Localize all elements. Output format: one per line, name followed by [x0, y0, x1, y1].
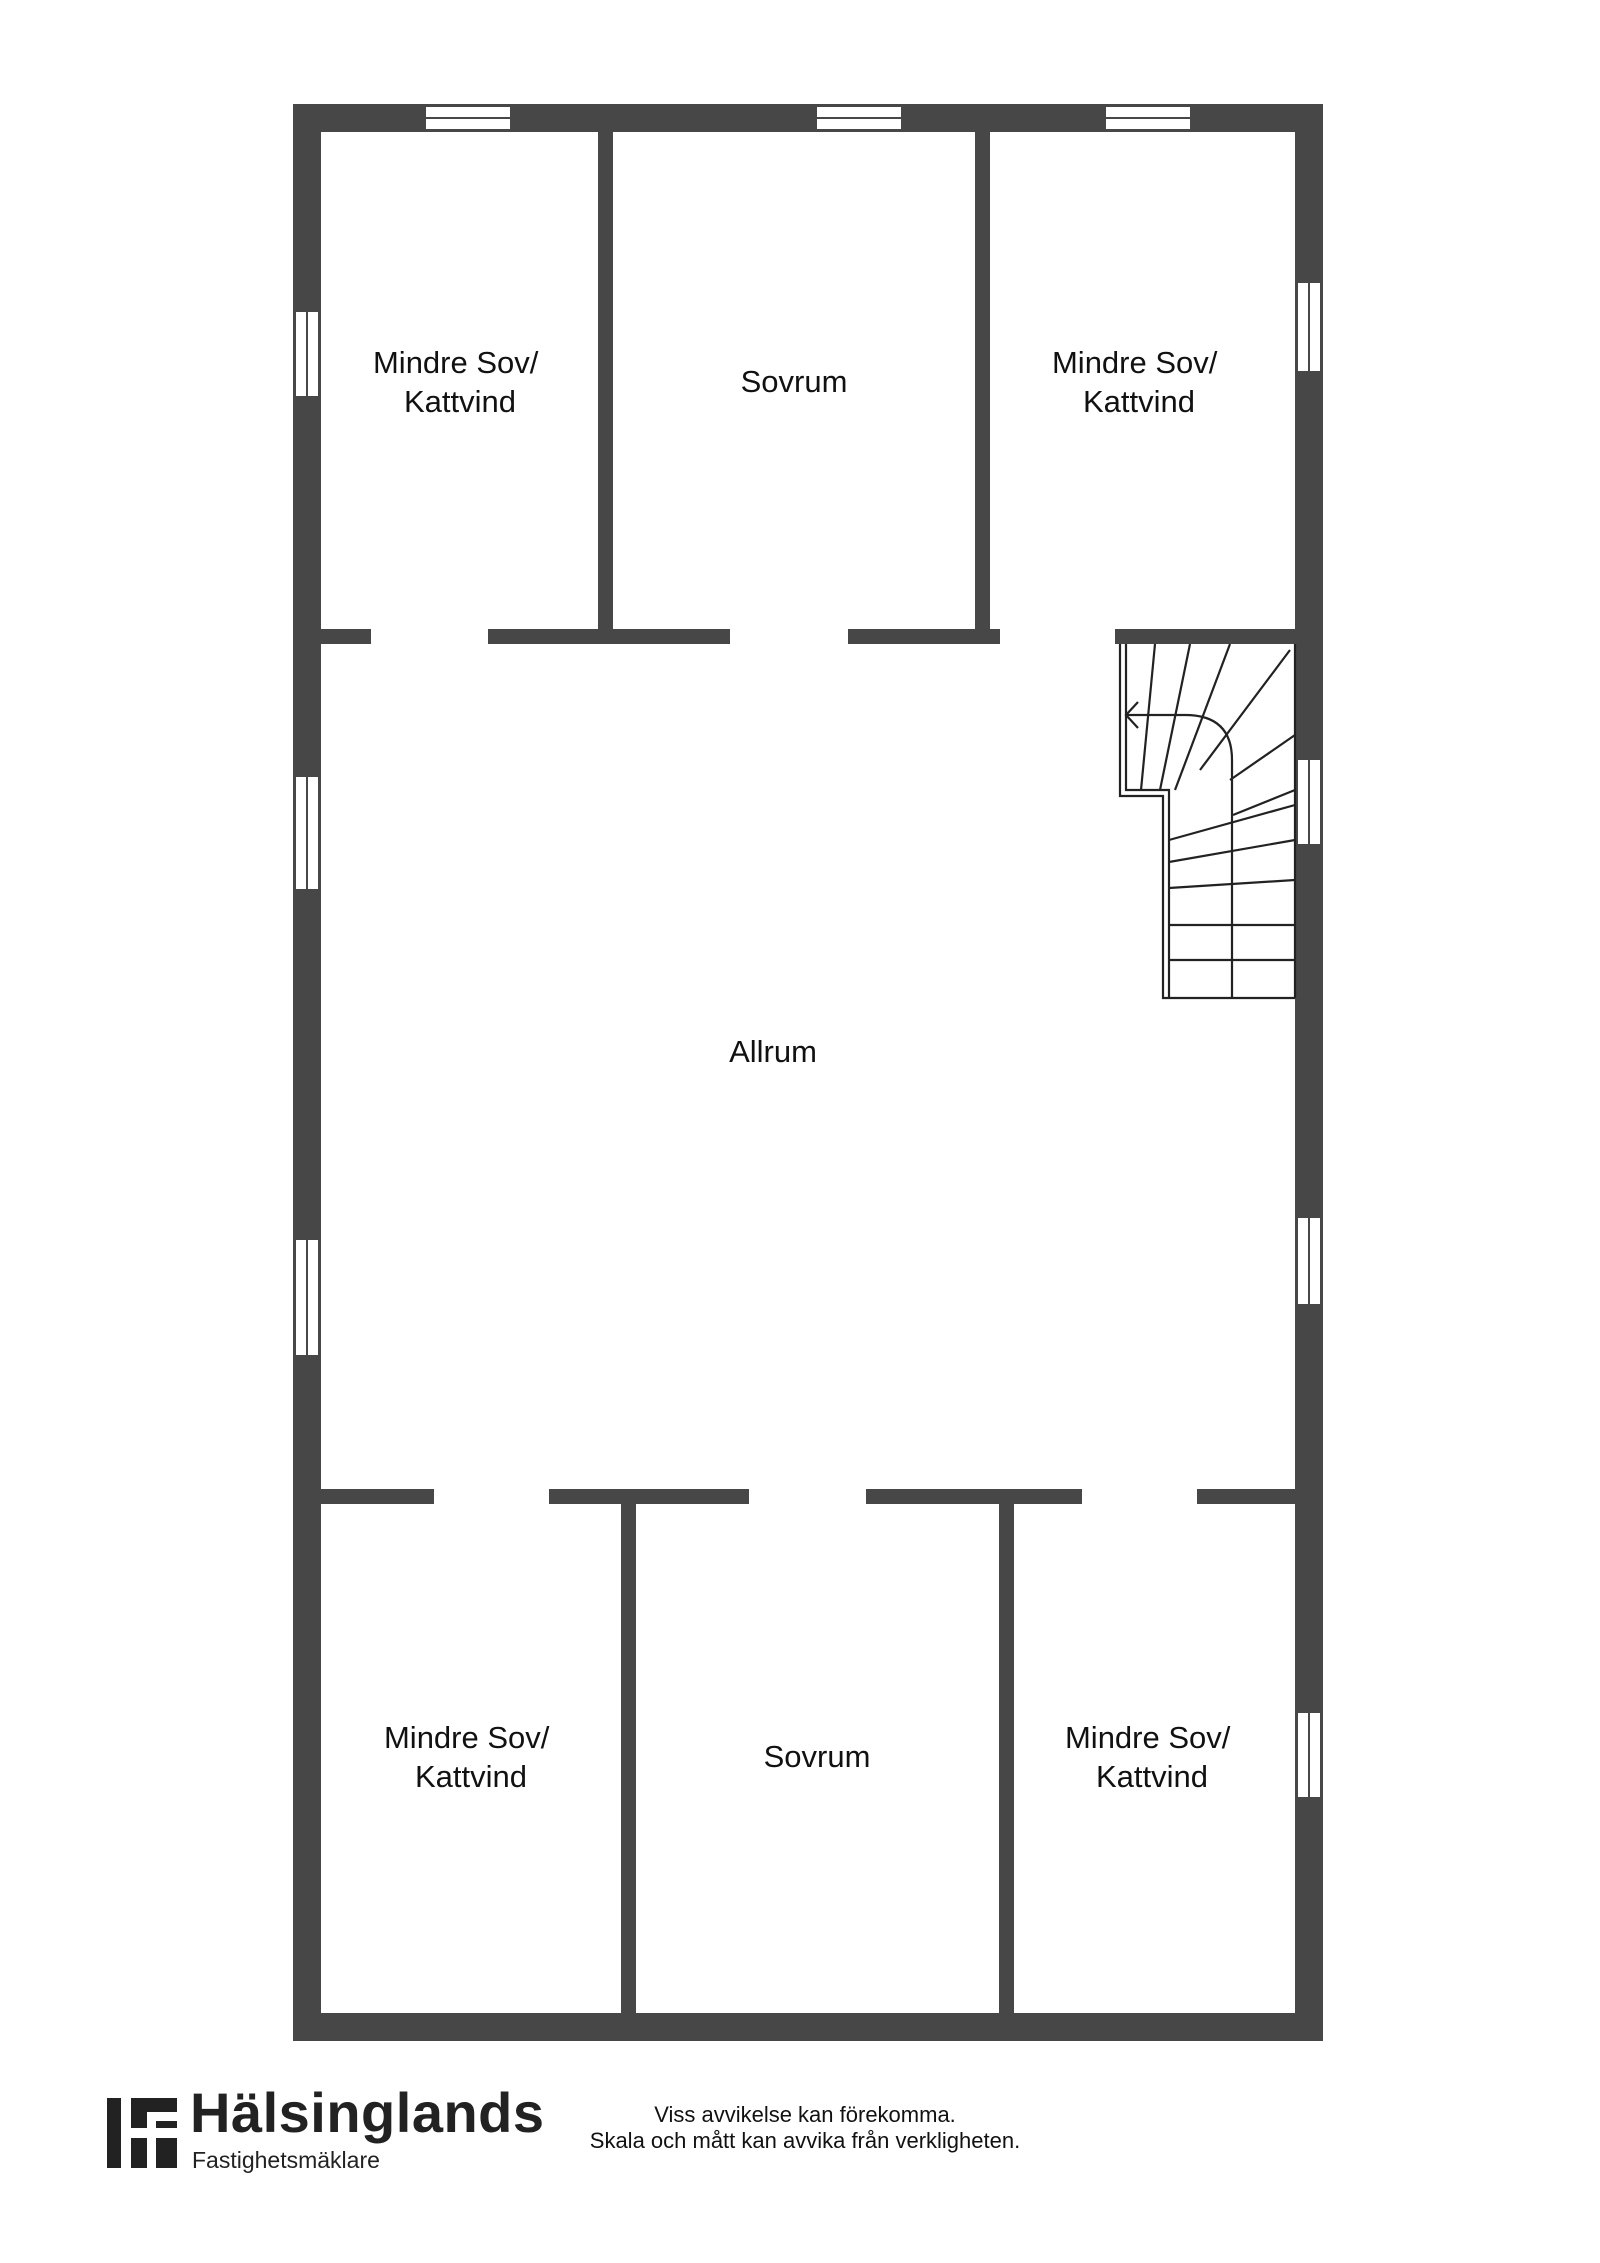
room-label-bed-small-1: Mindre Sov/ Kattvind: [373, 345, 547, 419]
room-label-bed-small-2: Mindre Sov/ Kattvind: [1052, 345, 1226, 419]
interior-walls: [321, 132, 1295, 2013]
room-label-bed-1: Sovrum: [741, 364, 848, 399]
room-label-bed-small-4: Mindre Sov/ Kattvind: [1065, 1720, 1239, 1794]
windows: [294, 105, 1322, 1799]
room-label-bed-2: Sovrum: [764, 1739, 871, 1774]
hf-monogram-icon: [107, 2098, 177, 2168]
window-top-1: [424, 105, 512, 131]
window-left-1: [294, 310, 320, 398]
window-right-3: [1296, 1216, 1322, 1306]
disclaimer: Viss avvikelse kan förekomma. Skala och …: [520, 2102, 1090, 2154]
room-labels: Mindre Sov/ Kattvind Sovrum Mindre Sov/ …: [373, 345, 1239, 1794]
window-top-3: [1104, 105, 1192, 131]
room-label-living: Allrum: [729, 1034, 817, 1069]
staircase: [1118, 643, 1297, 1000]
brand-subtitle: Fastighetsmäklare: [192, 2147, 380, 2173]
brand-name: Hälsinglands: [190, 2081, 545, 2144]
window-left-2: [294, 775, 320, 891]
disclaimer-line-2: Skala och mått kan avvika från verklighe…: [589, 2128, 1021, 2153]
window-right-4: [1296, 1711, 1322, 1799]
window-right-2: [1296, 758, 1322, 846]
room-label-bed-small-3: Mindre Sov/ Kattvind: [384, 1720, 558, 1794]
window-top-2: [815, 105, 903, 131]
window-right-1: [1296, 281, 1322, 373]
disclaimer-line-1: Viss avvikelse kan förekomma.: [654, 2102, 956, 2127]
window-left-3: [294, 1238, 320, 1357]
